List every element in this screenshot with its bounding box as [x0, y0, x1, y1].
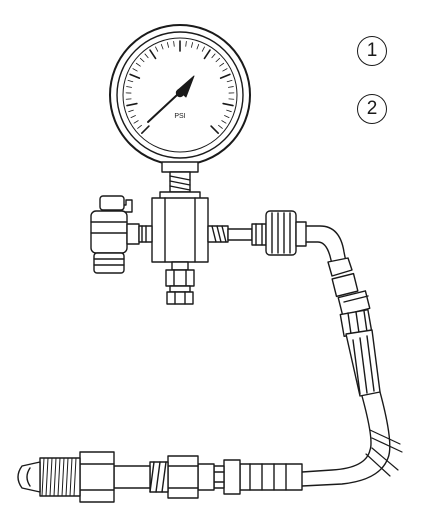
gauge-scale-ticks: [125, 40, 235, 134]
gauge-tick: [139, 57, 145, 63]
gauge-tick: [155, 46, 159, 52]
gauge-tick: [222, 102, 234, 107]
gauge-tick: [203, 49, 211, 60]
gauge-tick: [215, 57, 221, 63]
gauge-stem: [161, 161, 199, 173]
gauge-tick: [219, 73, 231, 79]
gauge-unit-label: PSI: [174, 113, 185, 120]
thread-line: [73, 457, 77, 497]
gauge-tick: [210, 125, 219, 134]
gauge-tick: [226, 109, 232, 113]
gauge-tick: [211, 53, 216, 59]
thread-line: [41, 457, 45, 497]
bottom-port-fitting: [165, 261, 195, 305]
callout-1: 1: [357, 36, 387, 66]
gauge-tick: [144, 53, 149, 59]
gauge-tick: [126, 102, 138, 107]
thread-line: [45, 457, 49, 497]
flexible-hose: [301, 391, 403, 487]
gauge-tick: [128, 109, 134, 113]
gauge-tick: [173, 40, 175, 47]
gauge-needle-hub: [175, 88, 185, 98]
gauge-tick: [185, 40, 187, 47]
gauge-tick: [221, 120, 227, 124]
pressure-gauge: PSI: [109, 24, 251, 193]
gauge-tick: [141, 125, 150, 134]
gauge-tick: [126, 86, 133, 88]
gauge-tick: [160, 43, 164, 50]
bottom-adapter-assembly: [17, 451, 303, 503]
gauge-tick: [149, 49, 157, 60]
gauge-tick: [127, 79, 134, 83]
gauge-tick: [135, 62, 141, 67]
gauge-tick: [137, 124, 142, 129]
gauge-tick: [226, 79, 233, 83]
thread-line: [53, 457, 57, 497]
thread-line: [49, 457, 53, 497]
quick-coupler: [207, 210, 307, 256]
manifold-tee-block: [151, 191, 209, 263]
gauge-tick: [196, 43, 200, 50]
gauge-tick: [219, 62, 225, 67]
thread-line: [65, 457, 69, 497]
thread-line: [61, 457, 65, 497]
gauge-tick: [133, 120, 139, 124]
gauge-tick: [218, 124, 223, 129]
thread-line: [57, 457, 61, 497]
thread-line: [69, 457, 73, 497]
gauge-tick: [129, 73, 141, 79]
bent-tube: [305, 225, 347, 265]
bleed-valve: [90, 195, 153, 274]
gauge-tick: [201, 46, 205, 52]
gauge-tick: [130, 115, 136, 119]
gauge-tick: [227, 86, 234, 88]
callout-2: 2: [357, 94, 387, 124]
gauge-tick: [224, 115, 230, 119]
gauge-tick: [191, 42, 194, 48]
gauge-tick: [132, 68, 138, 72]
gauge-tick: [222, 68, 228, 72]
hose-end-fitting: [327, 257, 381, 397]
gauge-tick: [166, 42, 169, 48]
